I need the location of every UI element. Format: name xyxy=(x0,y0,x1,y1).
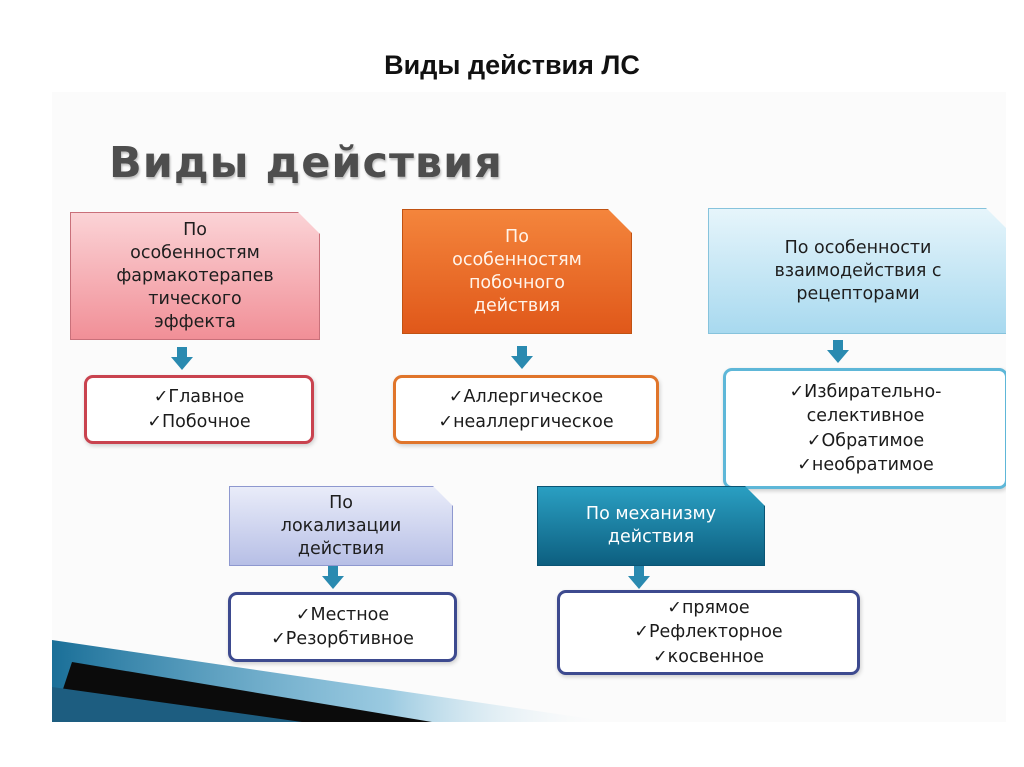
result-box-localization: ✓Местное ✓Резорбтивное xyxy=(228,592,457,662)
down-arrow-icon xyxy=(628,566,650,591)
list-item: ✓Рефлекторное xyxy=(634,622,783,643)
result-box-pharmacotherapeutic: ✓Главное ✓Побочное xyxy=(84,375,314,444)
category-label: По особенностям фармакотерапев тического… xyxy=(116,219,274,332)
result-box-mechanism: ✓прямое ✓Рефлекторное ✓косвенное xyxy=(557,590,860,675)
decorative-swoosh xyxy=(52,640,612,722)
category-label: По механизму действия xyxy=(585,504,717,547)
category-mechanism: По механизму действия xyxy=(537,486,765,566)
category-label: По особенности взаимодействия с рецептор… xyxy=(774,237,942,304)
list-item: селективное xyxy=(806,406,925,426)
down-arrow-icon xyxy=(322,566,344,591)
list-item: ✓Резорбтивное xyxy=(271,629,414,649)
list-item: ✓необратимое xyxy=(797,455,934,475)
list-item: ✓Местное xyxy=(295,604,390,625)
category-localization: По локализации действия xyxy=(229,486,453,566)
category-side-effect: По особенностям побочного действия xyxy=(402,209,632,334)
list-item: ✓косвенное xyxy=(653,646,764,667)
list-item: ✓прямое xyxy=(667,597,750,618)
result-box-receptor: ✓Избирательно- селективное ✓Обратимое ✓н… xyxy=(723,368,1006,489)
down-arrow-icon xyxy=(511,346,533,371)
category-label: По локализации действия xyxy=(280,492,402,559)
category-pharmacotherapeutic-effect: По особенностям фармакотерапев тического… xyxy=(70,212,320,340)
list-item: ✓Главное xyxy=(153,387,245,407)
list-item: ✓Аллергическое xyxy=(448,387,604,407)
list-item: ✓неаллергическое xyxy=(438,411,614,432)
category-label: По особенностям побочного действия xyxy=(452,226,582,316)
down-arrow-icon xyxy=(827,340,849,365)
result-box-side-effect: ✓Аллергическое ✓неаллергическое xyxy=(393,375,659,444)
down-arrow-icon xyxy=(171,347,193,372)
list-item: ✓Обратимое xyxy=(806,430,925,451)
diagram-panel: Виды действия По особенностям фармакотер… xyxy=(52,92,1006,722)
slide-title: Виды действия ЛС xyxy=(384,50,640,80)
list-item: ✓Побочное xyxy=(147,411,251,432)
diagram-heading: Виды действия xyxy=(109,138,503,188)
category-receptor-interaction: По особенности взаимодействия с рецептор… xyxy=(708,208,1006,334)
list-item: ✓Избирательно- xyxy=(789,381,942,402)
